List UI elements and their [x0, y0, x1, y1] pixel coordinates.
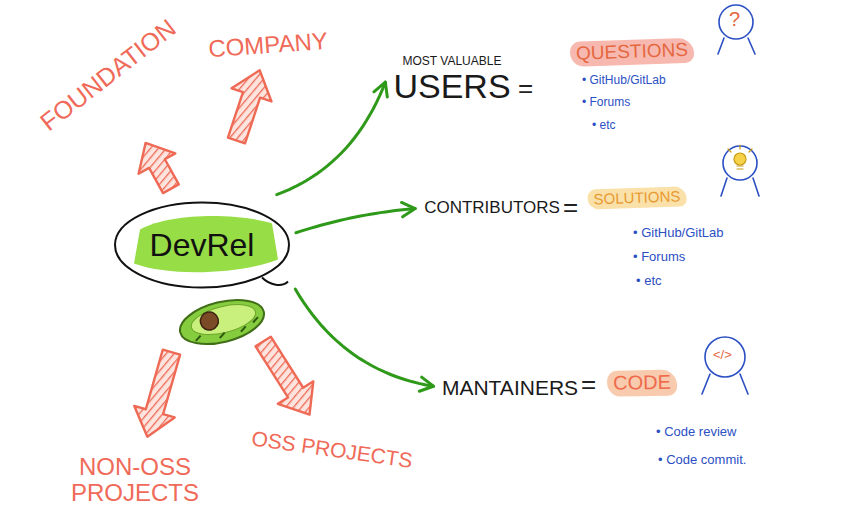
highlight-box: SOLUTIONS: [587, 186, 686, 210]
figure-symbol: ?: [729, 8, 740, 30]
curved-arrow: [277, 82, 388, 194]
node-text: DevRel: [150, 228, 255, 263]
figure-head: [719, 5, 753, 39]
ellipse-border: [115, 203, 289, 288]
audience-label: MANTAINERS: [436, 375, 584, 402]
highlight-box: QUESTIONS: [570, 38, 695, 67]
bullet-item: • etc: [592, 119, 616, 132]
node-text: USERS: [393, 68, 510, 105]
equals-sign: =: [563, 193, 578, 222]
avocado-illustration: [175, 292, 268, 352]
target-label: COMPANY: [201, 25, 334, 64]
avocado-skin: [175, 292, 268, 352]
equals-sign: =: [581, 370, 596, 399]
node-text: OSS PROJECTS: [250, 427, 414, 472]
node-text: MANTAINERS: [442, 377, 578, 400]
arrow-body: [139, 143, 179, 193]
arrow-head: [419, 377, 433, 391]
arrow-line: [277, 82, 386, 194]
central-ellipse: DevRel: [112, 198, 292, 293]
target-label: NON-OSS PROJECTS: [60, 452, 210, 508]
figure-body: [702, 374, 748, 394]
bullet-item: • Code review: [656, 425, 736, 439]
figure-head: [705, 337, 745, 377]
bullet-item: • GitHub/GitLab: [633, 226, 724, 240]
arrow-line: [295, 289, 433, 386]
figure-head: [723, 146, 757, 180]
node-text: COMPANY: [207, 28, 328, 62]
bullet-item: • etc: [636, 274, 662, 288]
figure-body: [721, 178, 759, 196]
figure-symbol: </>: [713, 348, 732, 362]
light-bulb: [734, 153, 746, 165]
bubble-tail: [262, 278, 288, 285]
node-text: MOST VALUABLE: [393, 55, 510, 68]
arrow-body: [256, 337, 314, 415]
node-text: NON-OSS PROJECTS: [66, 454, 204, 506]
bullet-item: • Forums: [633, 250, 685, 264]
block-arrow: [134, 350, 180, 437]
node-text: QUESTIONS: [576, 40, 689, 64]
arrow-head: [402, 202, 416, 216]
node-text: CODE: [613, 372, 671, 395]
target-label: FOUNDATION: [29, 9, 186, 141]
curved-arrow: [296, 202, 415, 232]
block-arrow: [228, 70, 272, 143]
bullet-item: • Code commit.: [658, 453, 746, 467]
arrow-body: [134, 350, 180, 437]
arrow-line: [296, 209, 415, 233]
avocado-pit: [198, 310, 220, 332]
idea-figure: [721, 145, 759, 196]
node-text: CONTRIBUTORS: [424, 199, 560, 217]
green-highlight: [134, 216, 278, 272]
bullet-item: • GitHub/GitLab: [582, 74, 666, 87]
node-text: FOUNDATION: [35, 14, 180, 136]
curved-arrow: [295, 289, 433, 391]
avocado-stripes: [194, 317, 261, 344]
target-label: OSS PROJECTS: [244, 425, 420, 476]
arrow-head: [374, 82, 387, 97]
bulb-rays: [728, 145, 752, 169]
block-arrow: [139, 143, 179, 193]
thinking-figure: [718, 5, 755, 54]
equals-sign: =: [518, 74, 533, 103]
coding-figure: [702, 337, 748, 394]
arrow-body: [228, 70, 272, 143]
block-arrow: [256, 337, 314, 415]
connector-layer: [134, 70, 433, 437]
node-text: SOLUTIONS: [593, 188, 680, 207]
audience-label: MOST VALUABLEUSERS: [387, 53, 516, 107]
bullet-item: • Forums: [582, 96, 630, 109]
highlight-box: CODE: [607, 370, 677, 397]
figure-body: [718, 38, 755, 54]
audience-label: CONTRIBUTORS: [418, 197, 566, 219]
